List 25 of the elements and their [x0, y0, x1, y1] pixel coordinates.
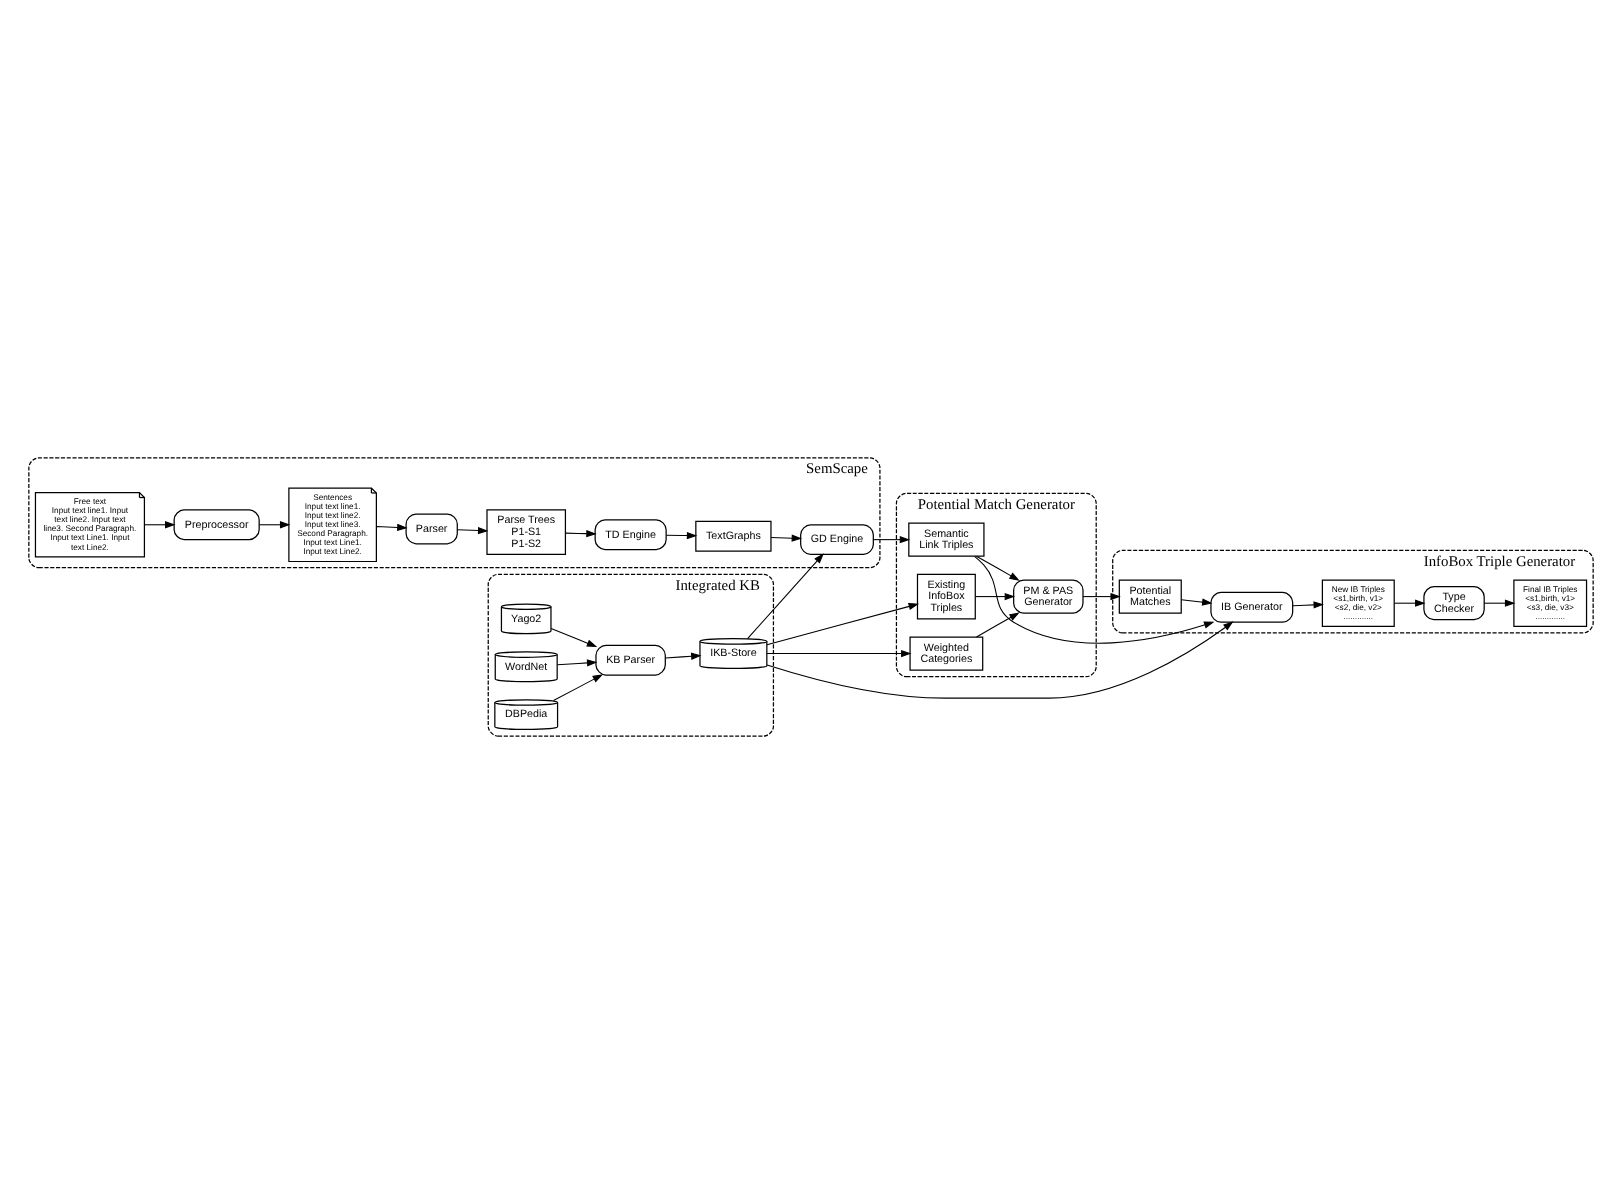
arrow — [556, 658, 598, 666]
arrow — [565, 529, 597, 537]
arrow — [664, 651, 702, 659]
arrow — [665, 530, 698, 539]
arrow — [456, 525, 489, 534]
arrow — [1180, 597, 1213, 605]
arrow — [766, 648, 912, 657]
arrow — [872, 535, 911, 543]
arrow — [1082, 591, 1121, 600]
arrow — [144, 520, 176, 528]
arrow — [550, 627, 598, 647]
arrow — [375, 522, 408, 531]
arrow — [975, 554, 1020, 580]
arrow — [1292, 600, 1324, 608]
arrow — [974, 591, 1016, 600]
arrow — [258, 520, 291, 528]
arrow — [1483, 598, 1516, 606]
arrow — [766, 601, 919, 645]
arrow — [747, 552, 824, 639]
arrow — [974, 554, 1215, 643]
arrow — [975, 611, 1020, 637]
arrow — [766, 620, 1234, 698]
arrow — [770, 533, 803, 541]
arrow — [552, 673, 604, 701]
arrow — [1393, 598, 1426, 606]
